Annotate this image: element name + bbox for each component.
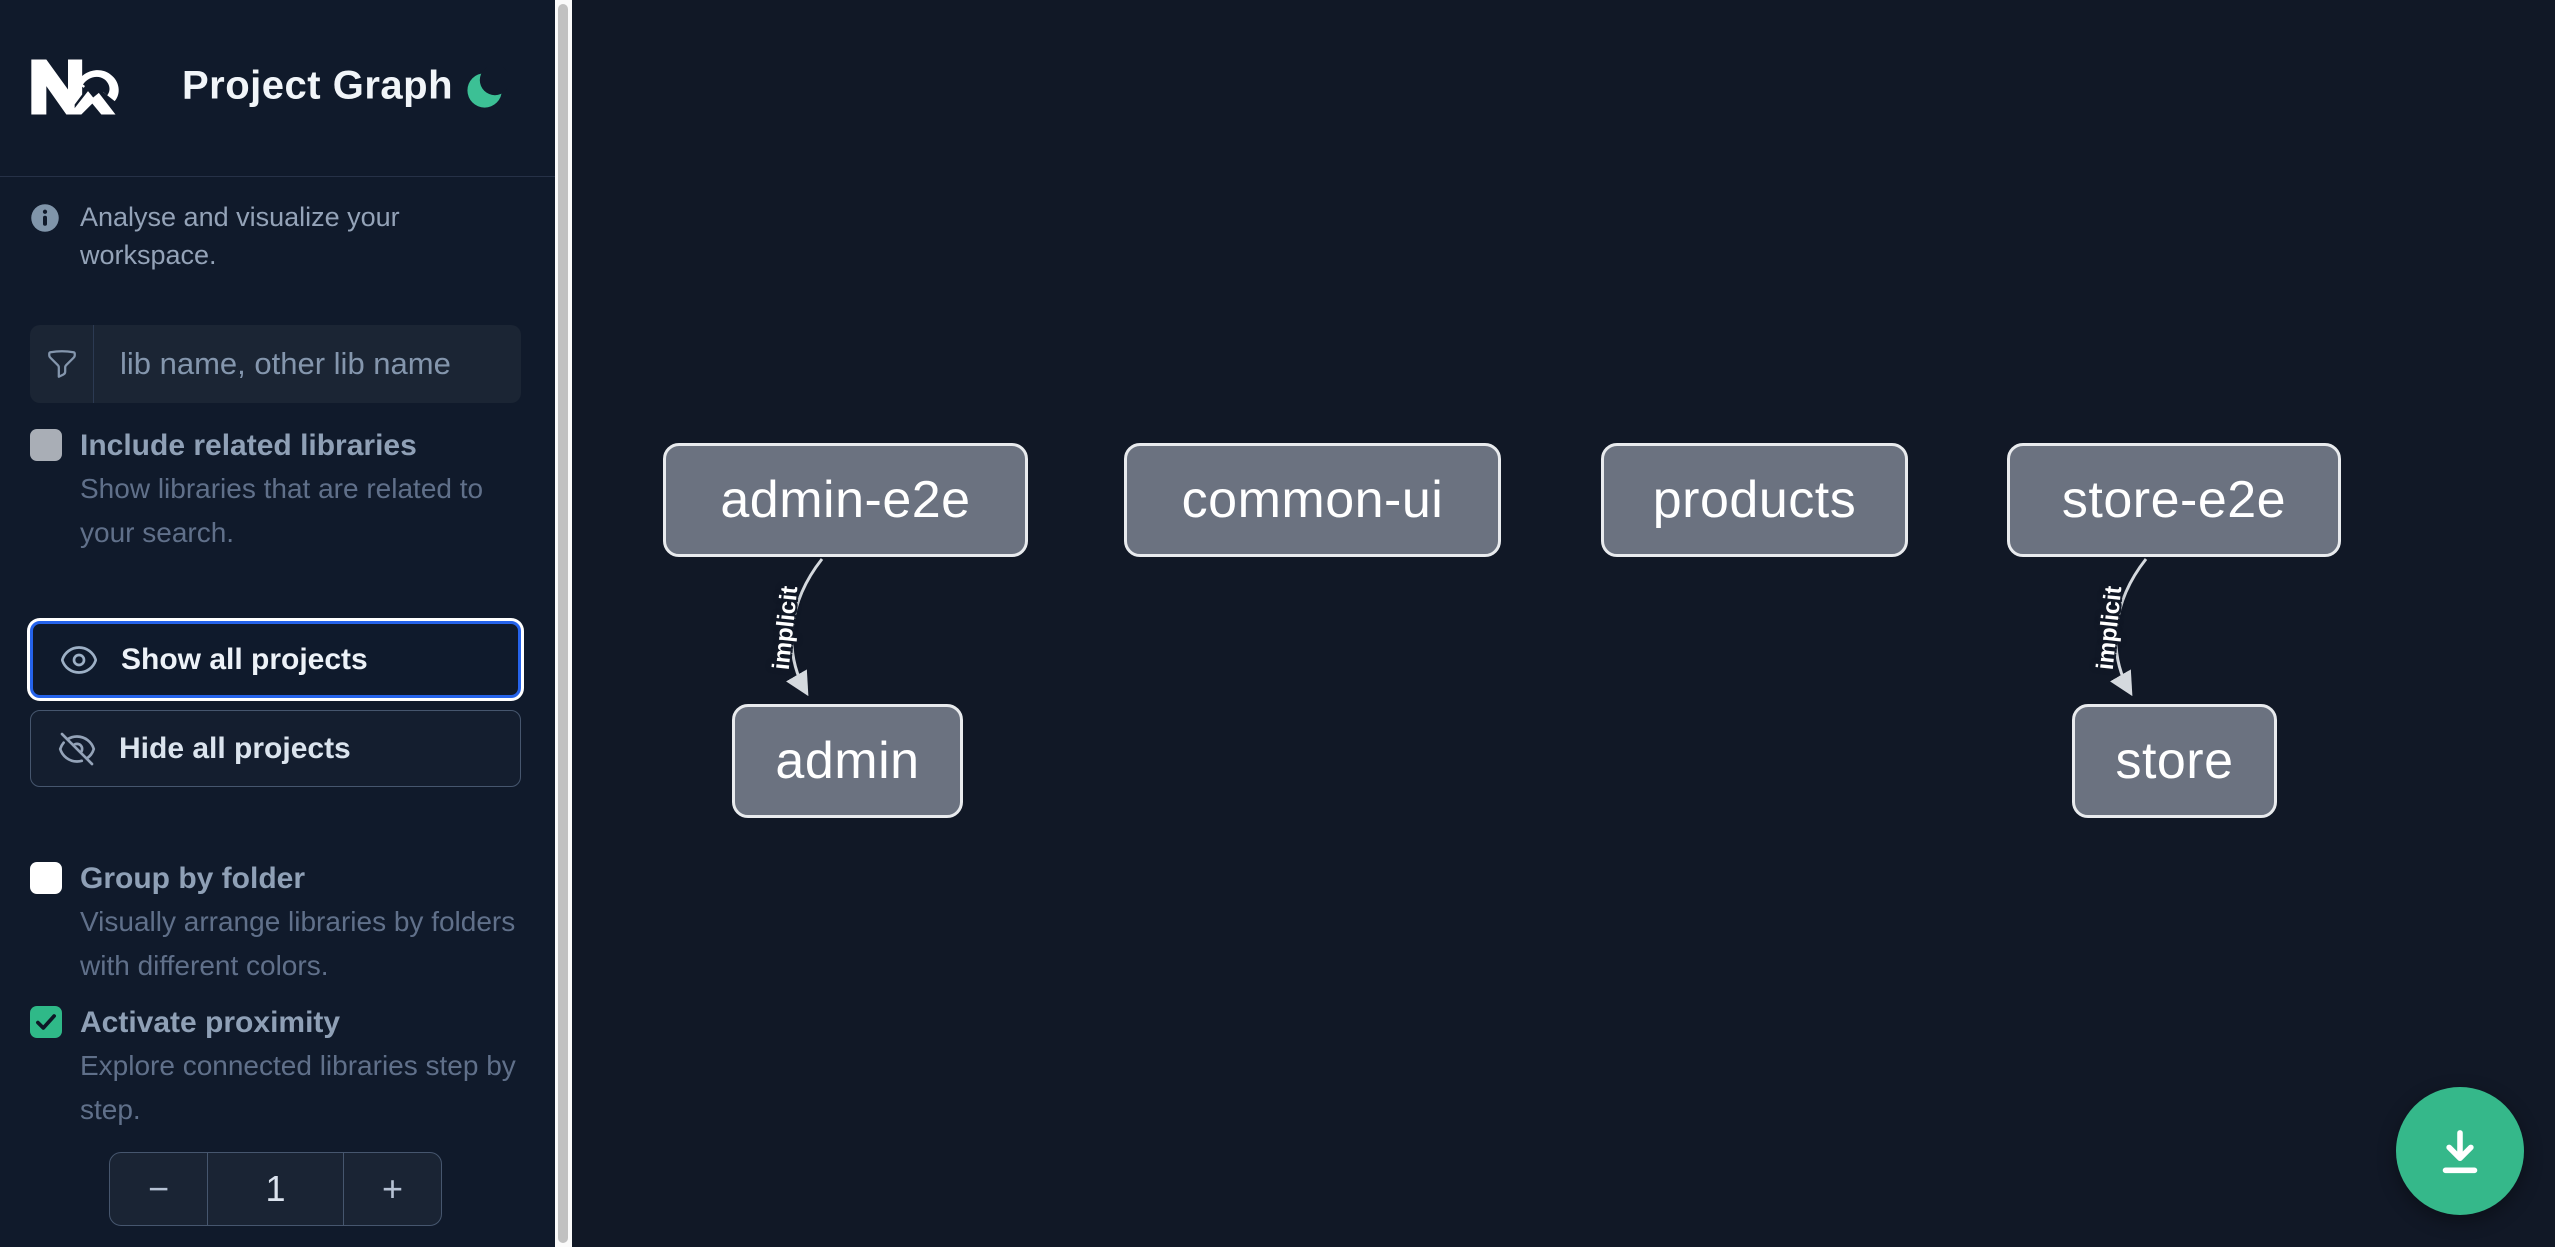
graph-canvas[interactable] xyxy=(572,0,2555,1247)
stepper-value[interactable]: 1 xyxy=(207,1153,344,1225)
activate-proximity-checkbox[interactable] xyxy=(30,1006,62,1038)
toggle-description: Visually arrange libraries by folders wi… xyxy=(80,906,516,981)
toggle-label: Group by folder xyxy=(80,862,305,895)
info-text: Analyse and visualize your workspace. xyxy=(80,202,400,270)
moon-icon xyxy=(467,64,511,108)
scrollbar-thumb[interactable] xyxy=(558,4,568,1243)
check-icon xyxy=(36,1014,56,1030)
node-store-e2e[interactable]: store-e2e xyxy=(2007,443,2341,557)
stepper-increment-button[interactable]: + xyxy=(344,1153,441,1225)
search-input[interactable] xyxy=(94,325,521,403)
sidebar-header: Project Graph xyxy=(0,0,555,177)
toggle-label: Include related libraries xyxy=(80,429,417,462)
funnel-icon xyxy=(30,325,94,403)
download-graph-button[interactable] xyxy=(2396,1087,2524,1215)
toggle-description: Explore connected libraries step by step… xyxy=(80,1050,516,1125)
stepper-decrement-button[interactable]: − xyxy=(110,1153,207,1225)
eye-slash-icon xyxy=(58,732,96,765)
show-all-projects-button[interactable]: Show all projects xyxy=(30,621,521,698)
eye-icon xyxy=(60,645,98,674)
button-label: Show all projects xyxy=(121,642,368,676)
hide-all-projects-button[interactable]: Hide all projects xyxy=(30,710,521,787)
info-circle-icon xyxy=(31,204,59,232)
nx-logo-icon xyxy=(31,59,119,115)
include-related-checkbox[interactable] xyxy=(30,429,62,461)
node-admin[interactable]: admin xyxy=(732,704,963,818)
node-store[interactable]: store xyxy=(2072,704,2277,818)
download-icon xyxy=(2442,1130,2478,1174)
toggle-activate-proximity: Activate proximity Explore connected lib… xyxy=(30,1001,525,1132)
toggle-include-related: Include related libraries Show libraries… xyxy=(30,424,525,555)
node-common-ui[interactable]: common-ui xyxy=(1124,443,1501,557)
toggle-description: Show libraries that are related to your … xyxy=(80,473,484,548)
toggle-group-by-folder: Group by folder Visually arrange librari… xyxy=(30,857,525,988)
workspace-info: Analyse and visualize your workspace. xyxy=(30,198,530,274)
button-label: Hide all projects xyxy=(119,731,351,765)
toggle-label: Activate proximity xyxy=(80,1006,341,1039)
node-admin-e2e[interactable]: admin-e2e xyxy=(663,443,1028,557)
group-by-folder-checkbox[interactable] xyxy=(30,862,62,894)
page-title: Project Graph xyxy=(182,63,454,108)
node-products[interactable]: products xyxy=(1601,443,1908,557)
proximity-stepper: − 1 + xyxy=(109,1152,442,1226)
theme-toggle-button[interactable] xyxy=(462,64,511,114)
search-box xyxy=(30,325,521,403)
sidebar-scrollbar[interactable] xyxy=(555,0,572,1247)
sidebar: Project Graph Analyse and visualize your… xyxy=(0,0,555,1247)
